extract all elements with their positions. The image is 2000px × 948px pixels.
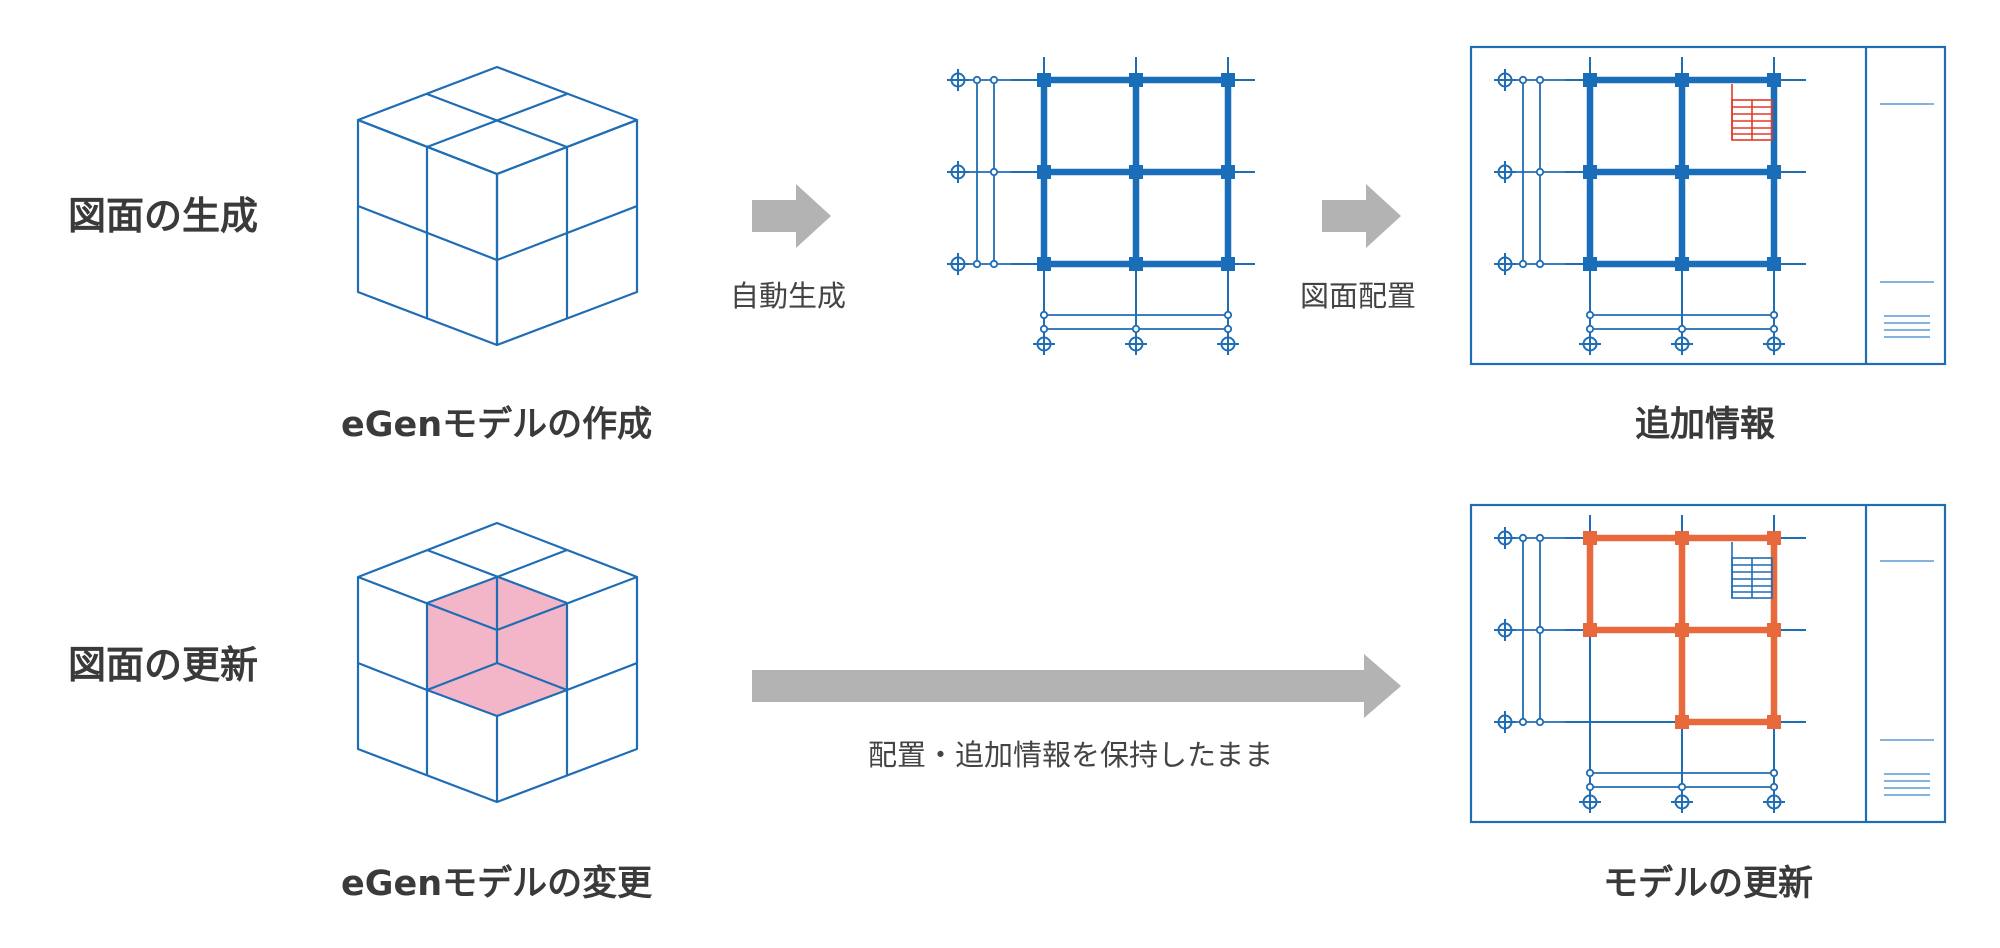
additional-info-table bbox=[1731, 84, 1773, 141]
plan-generated bbox=[946, 57, 1255, 356]
caption-model-change: eGenモデルの変更 bbox=[341, 864, 653, 904]
label-auto-generate: 自動生成 bbox=[730, 279, 847, 313]
arrow-keep-info bbox=[752, 654, 1401, 718]
arrow-auto-generate bbox=[752, 184, 831, 248]
kept-info-table bbox=[1731, 542, 1773, 599]
cube-model-create bbox=[356, 65, 639, 347]
arrow-drawing-layout bbox=[1322, 184, 1401, 248]
label-drawing-layout: 図面配置 bbox=[1300, 279, 1417, 313]
caption-model-create: eGenモデルの作成 bbox=[341, 405, 653, 445]
row-title-update: 図面の更新 bbox=[68, 643, 259, 687]
sheet-additional-info bbox=[1469, 45, 1947, 366]
cube-model-change bbox=[356, 521, 639, 804]
caption-model-update: モデルの更新 bbox=[1603, 864, 1814, 904]
row-title-generate: 図面の生成 bbox=[68, 194, 259, 238]
label-keep-info: 配置・追加情報を保持したまま bbox=[868, 738, 1274, 772]
sheet-model-update bbox=[1469, 503, 1947, 824]
caption-additional-info: 追加情報 bbox=[1635, 405, 1776, 445]
